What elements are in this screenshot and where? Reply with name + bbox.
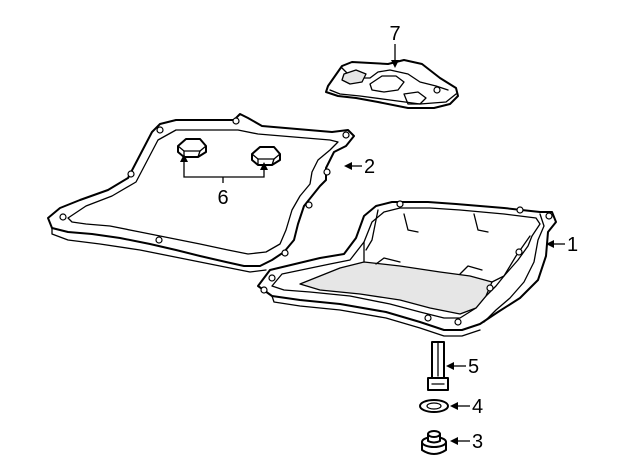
callout-1: 1 <box>567 234 578 256</box>
callout-3: 3 <box>472 431 483 453</box>
washer-part[interactable] <box>419 399 449 413</box>
callout-6: 6 <box>217 187 228 209</box>
magnet-right[interactable] <box>251 146 281 166</box>
magnet-left[interactable] <box>177 138 207 158</box>
drain-plug-part[interactable] <box>421 430 447 455</box>
callout-5: 5 <box>468 356 479 378</box>
callout-2: 2 <box>364 156 375 178</box>
filter-part[interactable] <box>325 59 459 109</box>
callout-7: 7 <box>389 23 400 45</box>
callout-4: 4 <box>472 396 483 418</box>
bolt-part[interactable] <box>427 341 449 391</box>
oil-pan-part[interactable] <box>257 200 557 337</box>
gasket-part[interactable] <box>47 113 355 273</box>
